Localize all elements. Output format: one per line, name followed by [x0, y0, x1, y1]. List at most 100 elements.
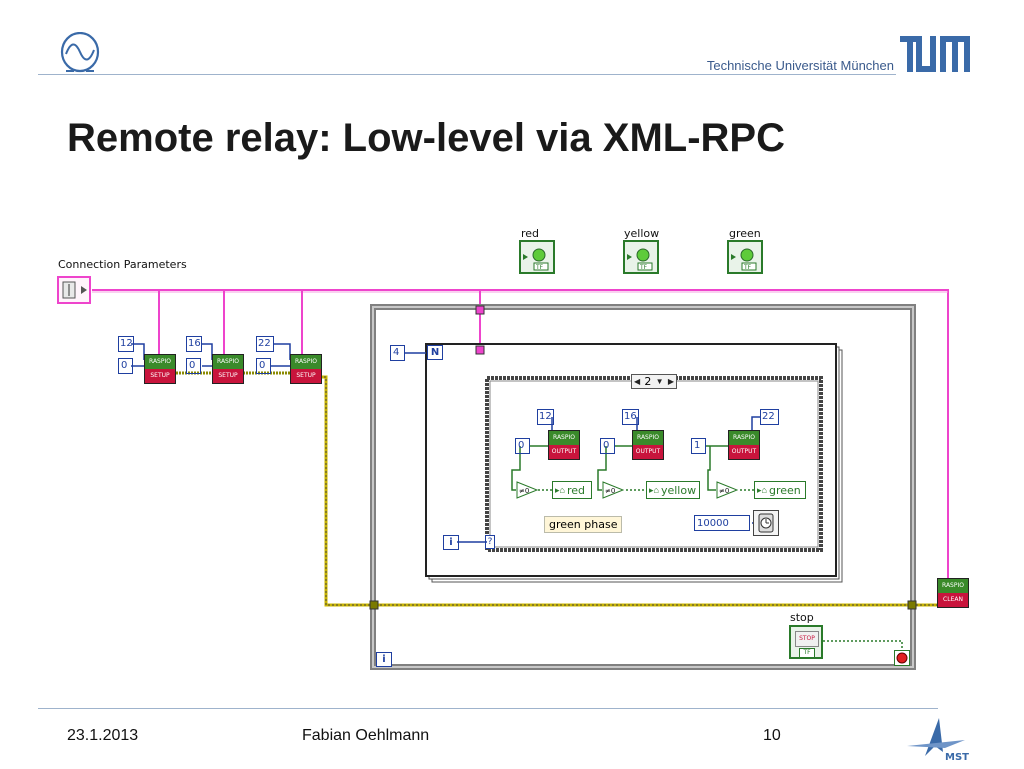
led-indicator-icon: TF [731, 248, 757, 271]
raspio-clean-block[interactable]: RASPIO CLEAN [937, 578, 969, 608]
connection-parameters-cluster[interactable] [57, 276, 91, 304]
mst-logo-icon: MST [907, 718, 969, 763]
indicator-red[interactable]: TF [519, 240, 555, 274]
raspio-output-top: RASPIO [633, 431, 663, 445]
wait-ms-constant[interactable]: 10000 [694, 515, 750, 531]
while-loop-i-terminal: i [376, 652, 392, 667]
comparator-icon: ≠0 [516, 481, 539, 499]
setup-value-constant[interactable]: 0 [186, 358, 201, 374]
indicator-label-yellow: yellow [624, 227, 660, 240]
stop-tf-text: TF [799, 648, 815, 658]
raspio-setup-block[interactable]: RASPIO SETUP [212, 354, 244, 384]
raspio-setup-top: RASPIO [213, 355, 243, 369]
footer-author: Fabian Oehlmann [302, 727, 430, 744]
stopwatch-icon [758, 513, 774, 533]
raspio-output-bottom: OUTPUT [549, 445, 579, 459]
decrement-arrow-icon[interactable]: ◀ [634, 377, 641, 386]
raspio-setup-block[interactable]: RASPIO SETUP [290, 354, 322, 384]
header-rule [38, 74, 896, 75]
local-variable-yellow[interactable]: ▸⌂ yellow [646, 481, 700, 499]
local-variable-icon: ▸⌂ [757, 484, 767, 495]
case-selector[interactable]: ◀ 2 ▼ ▶ [631, 374, 677, 389]
raspio-clean-bottom: CLEAN [938, 593, 968, 607]
mst-logo: MST [905, 716, 971, 764]
connection-parameters-label: Connection Parameters [58, 258, 187, 271]
local-variable-label: yellow [660, 483, 697, 497]
local-variable-label: green [768, 483, 801, 497]
not-equal-zero-icon[interactable]: ≠0 [516, 481, 539, 499]
stop-button-face: STOP [795, 631, 819, 647]
raspio-output-top: RASPIO [549, 431, 579, 445]
dropdown-arrow-icon[interactable]: ▼ [655, 377, 664, 386]
output-value-constant[interactable]: 1 [691, 438, 706, 454]
tum-logo-icon [900, 36, 970, 72]
not-equal-zero-icon[interactable]: ≠0 [716, 481, 739, 499]
local-variable-red[interactable]: ▸⌂ red [552, 481, 592, 499]
indicator-yellow[interactable]: TF [623, 240, 659, 274]
setup-value-constant[interactable]: 0 [118, 358, 133, 374]
led-indicator-icon: TF [523, 248, 549, 271]
loop-count-constant[interactable]: 4 [390, 345, 405, 361]
boolean-wires [511, 445, 903, 652]
local-variable-icon: ▸⌂ [555, 484, 565, 495]
output-value-constant[interactable]: 0 [600, 438, 615, 454]
raspio-output-bottom: OUTPUT [729, 445, 759, 459]
for-loop-n-terminal: N [427, 345, 443, 360]
setup-value-constant[interactable]: 0 [256, 358, 271, 374]
stop-label: stop [790, 611, 814, 624]
indicator-green[interactable]: TF [727, 240, 763, 274]
cluster-icon [62, 281, 87, 299]
raspio-output-block[interactable]: RASPIO OUTPUT [728, 430, 760, 460]
university-name: Technische Universität München [706, 58, 894, 73]
raspio-setup-bottom: SETUP [145, 369, 175, 383]
raspio-clean-top: RASPIO [938, 579, 968, 593]
local-variable-green[interactable]: ▸⌂ green [754, 481, 806, 499]
index-wire [457, 541, 487, 543]
local-variable-icon: ▸⌂ [649, 484, 659, 495]
increment-arrow-icon[interactable]: ▶ [667, 377, 674, 386]
svg-text:≠0: ≠0 [605, 487, 615, 495]
raspio-setup-bottom: SETUP [291, 369, 321, 383]
tum-logo [900, 36, 970, 74]
page-number: 10 [763, 727, 781, 744]
footer-date: 23.1.2013 [67, 727, 139, 744]
output-value-constant[interactable]: 0 [515, 438, 530, 454]
omega-logo-icon [60, 31, 100, 73]
raspio-setup-top: RASPIO [291, 355, 321, 369]
led-indicator-icon: TF [627, 248, 653, 271]
raspio-output-block[interactable]: RASPIO OUTPUT [632, 430, 664, 460]
comparator-icon: ≠0 [716, 481, 739, 499]
omega-logo [56, 31, 104, 76]
raspio-setup-top: RASPIO [145, 355, 175, 369]
case-structure [485, 376, 823, 552]
comparator-icon: ≠0 [602, 481, 625, 499]
svg-text:≠0: ≠0 [519, 487, 529, 495]
case-selector-value: 2 [644, 375, 652, 388]
block-diagram [92, 289, 949, 670]
raspio-setup-block[interactable]: RASPIO SETUP [144, 354, 176, 384]
svg-text:≠0: ≠0 [719, 487, 729, 495]
indicator-label-green: green [729, 227, 761, 240]
mst-logo-text: MST [945, 752, 969, 763]
indicator-tf-text: TF [639, 264, 648, 271]
indicator-tf-text: TF [535, 264, 544, 271]
setup-pin-constant[interactable]: 12 [118, 336, 134, 352]
not-equal-zero-icon[interactable]: ≠0 [602, 481, 625, 499]
output-pin-constant[interactable]: 16 [622, 409, 639, 425]
output-pin-constant[interactable]: 22 [760, 409, 779, 425]
loop-condition-terminal [894, 650, 910, 666]
local-variable-label: red [566, 483, 585, 497]
indicator-tf-text: TF [743, 264, 752, 271]
while-loop [369, 304, 917, 670]
raspio-output-bottom: OUTPUT [633, 445, 663, 459]
setup-pin-constant[interactable]: 16 [186, 336, 202, 352]
setup-pin-constant[interactable]: 22 [256, 336, 274, 352]
output-pin-constant[interactable]: 12 [537, 409, 554, 425]
raspio-output-block[interactable]: RASPIO OUTPUT [548, 430, 580, 460]
slide-title: Remote relay: Low-level via XML-RPC [67, 116, 785, 160]
wait-timer[interactable] [753, 510, 779, 536]
stop-button[interactable]: STOP TF [789, 625, 823, 659]
raspio-output-top: RASPIO [729, 431, 759, 445]
stop-condition-icon [896, 652, 908, 664]
phase-label: green phase [544, 516, 623, 533]
